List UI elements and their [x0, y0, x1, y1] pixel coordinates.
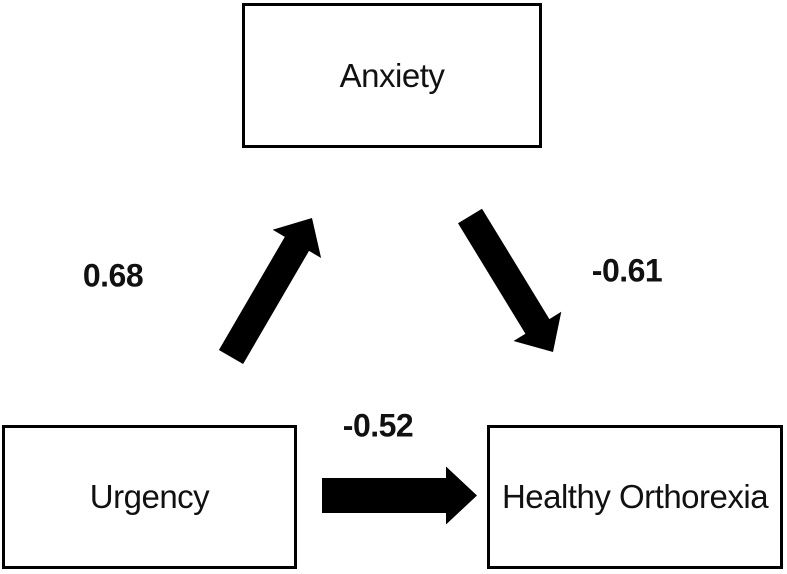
- coefficient-anxiety-healthy-orthorexia: -0.61: [591, 252, 663, 289]
- node-healthy-orthorexia: Healthy Orthorexia: [487, 425, 783, 569]
- arrow-anxiety-to-healthy-orthorexia: [458, 208, 562, 352]
- node-urgency-label: Urgency: [89, 478, 210, 515]
- arrow-urgency-to-healthy-orthorexia: [322, 466, 477, 525]
- arrow-urgency-to-anxiety: [218, 218, 322, 364]
- coefficient-urgency-healthy-orthorexia: -0.52: [342, 407, 414, 444]
- coefficient-urgency-anxiety: 0.68: [82, 257, 144, 294]
- node-healthy-orthorexia-label: Healthy Orthorexia: [501, 478, 769, 515]
- node-urgency: Urgency: [2, 425, 297, 569]
- node-anxiety: Anxiety: [242, 3, 542, 148]
- node-anxiety-label: Anxiety: [339, 56, 445, 94]
